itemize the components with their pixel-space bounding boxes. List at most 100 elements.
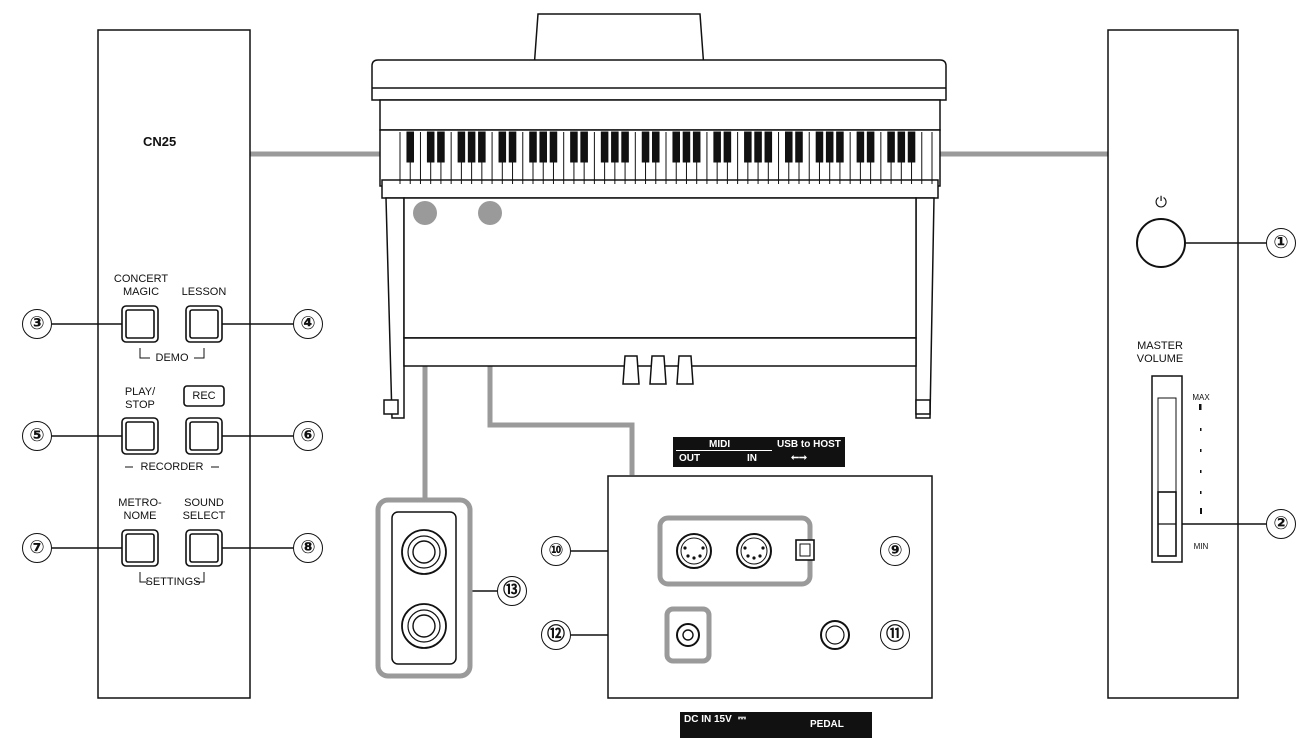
callout-2: ②	[1266, 509, 1296, 539]
pedal-right	[676, 355, 694, 385]
play-stop-label: PLAY/ STOP	[124, 386, 156, 411]
rec-label: REC	[192, 390, 216, 402]
keyslip	[381, 179, 939, 199]
black-key	[723, 131, 732, 163]
demo-group-label: DEMO	[155, 352, 189, 364]
black-key	[600, 131, 609, 163]
midi-label: MIDI	[709, 439, 731, 450]
black-key	[744, 131, 752, 163]
black-key	[467, 131, 476, 163]
black-key	[508, 131, 517, 163]
callout-8: ⑧	[293, 533, 323, 563]
black-key	[641, 131, 650, 163]
black-key	[478, 131, 486, 163]
pedal-center	[649, 355, 667, 385]
black-key	[754, 131, 762, 163]
connector-dot-right	[478, 201, 502, 225]
model-name: CN25	[143, 134, 177, 149]
left-panel-buttons	[121, 305, 225, 567]
black-key	[784, 131, 793, 163]
master-volume-label: MASTER VOLUME	[1136, 340, 1184, 365]
black-key	[887, 131, 895, 163]
right-control-panel	[1107, 29, 1239, 699]
sound-select-button	[185, 529, 223, 567]
power-button	[1136, 218, 1186, 268]
black-key	[866, 131, 875, 163]
usb-label: USB to HOST	[777, 439, 841, 450]
pedal-label: PEDAL	[810, 719, 844, 730]
black-key	[795, 131, 803, 163]
midi-in-label: IN	[747, 453, 757, 464]
volume-min-label: MIN	[1193, 542, 1209, 551]
right-leg	[915, 197, 935, 419]
piano-lid	[371, 59, 947, 101]
headphone-jack-1	[401, 529, 447, 575]
black-key	[713, 131, 721, 163]
fallboard	[379, 99, 941, 131]
black-key	[897, 131, 906, 163]
dc-symbol: ⎓	[738, 713, 746, 724]
black-key	[651, 131, 660, 163]
power-icon: ⏻	[1155, 194, 1167, 211]
metronome-button	[121, 529, 159, 567]
group-brackets	[125, 348, 219, 583]
lesson-button	[185, 305, 223, 343]
callout-7: ⑦	[22, 533, 52, 563]
piano-illustration	[371, 13, 947, 419]
callout-10: ⑩	[541, 536, 571, 566]
rec-button	[185, 417, 223, 455]
pedal-left	[622, 355, 640, 385]
usb-icon: ⭠⭢	[791, 452, 807, 463]
midi-out-label: OUT	[679, 453, 701, 464]
black-key	[825, 131, 834, 163]
play-stop-button	[121, 417, 159, 455]
dc-in-label: DC IN 15V	[684, 714, 732, 725]
jack-panel	[607, 475, 933, 699]
black-key	[437, 131, 445, 163]
black-key	[682, 131, 691, 163]
black-key	[611, 131, 619, 163]
lesson-label: LESSON	[181, 286, 227, 298]
black-key	[580, 131, 588, 163]
black-key	[836, 131, 844, 163]
callout-3: ③	[22, 309, 52, 339]
callout-9: ⑨	[880, 536, 910, 566]
concert-magic-label: CONCERT MAGIC	[113, 273, 169, 298]
volume-max-label: MAX	[1192, 393, 1210, 402]
black-key	[457, 131, 466, 163]
black-key	[692, 131, 701, 163]
callout-4: ④	[293, 309, 323, 339]
midi-out-jack	[676, 533, 712, 569]
black-key	[570, 131, 578, 163]
jack-top-label-bar: MIDI OUT IN USB to HOST ⭠⭢	[673, 437, 845, 467]
black-key	[856, 131, 865, 163]
left-control-panel	[97, 29, 251, 699]
callout-6: ⑥	[293, 421, 323, 451]
settings-group-label: SETTINGS	[145, 576, 201, 588]
connector-dot-left	[413, 201, 437, 225]
black-key	[498, 131, 507, 163]
left-leg	[385, 197, 405, 419]
black-key	[621, 131, 629, 163]
black-key	[539, 131, 548, 163]
black-key	[549, 131, 558, 163]
black-key	[764, 131, 773, 163]
callout-11: ⑪	[880, 620, 910, 650]
callout-5: ⑤	[22, 421, 52, 451]
recorder-group-label: RECORDER	[140, 461, 204, 473]
jack-bottom-label-bar: DC IN 15V ⎓ PEDAL	[680, 712, 872, 738]
concert-magic-button	[121, 305, 159, 343]
black-key	[672, 131, 681, 163]
black-key	[907, 131, 916, 163]
black-key	[815, 131, 824, 163]
piano-keys	[399, 131, 933, 184]
black-key	[426, 131, 435, 163]
rec-label-box	[183, 385, 225, 407]
callout-13: ⑬	[497, 576, 527, 606]
headphone-jack-2	[401, 603, 447, 649]
midi-in-jack	[736, 533, 772, 569]
black-key	[406, 131, 415, 163]
sound-select-label: SOUND SELECT	[182, 497, 226, 522]
volume-ticks	[1199, 404, 1202, 514]
